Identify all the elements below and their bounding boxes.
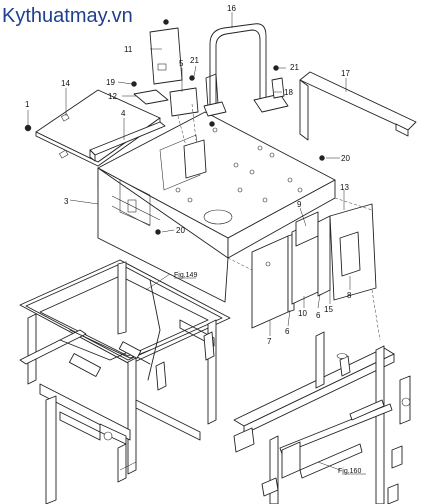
callout-4: 4 xyxy=(121,109,126,118)
center-bracket xyxy=(177,73,219,179)
callout-16: 16 xyxy=(227,4,236,13)
callout-15: 15 xyxy=(324,305,333,314)
part-17-bar xyxy=(299,71,417,141)
front-panel-group xyxy=(251,203,377,329)
callout-21b: 21 xyxy=(290,63,299,72)
figure-references: Fig.149 Fig.160 xyxy=(174,272,361,475)
lower-left-frame xyxy=(19,259,231,504)
callout-19: 19 xyxy=(106,78,115,87)
watermark-text: Kythuatmay.vn xyxy=(2,5,133,27)
part-5-plate xyxy=(169,87,199,117)
callout-17: 17 xyxy=(341,69,350,78)
callout-6b: 6 xyxy=(316,311,321,320)
callout-13: 13 xyxy=(340,183,349,192)
bolts xyxy=(24,19,325,235)
part-16-handle xyxy=(203,23,289,117)
projection-lines xyxy=(227,197,381,341)
callout-20b: 20 xyxy=(176,226,185,235)
part-12-bracket xyxy=(133,89,169,105)
callout-14: 14 xyxy=(61,79,70,88)
part-3-main-housing xyxy=(97,111,336,303)
callout-5: 5 xyxy=(179,59,184,68)
leader-lines xyxy=(27,12,366,475)
callout-21a: 21 xyxy=(190,56,199,65)
callout-20a: 20 xyxy=(341,154,350,163)
part-11-cover xyxy=(149,27,183,85)
part-4-rail xyxy=(89,121,166,162)
lower-right-frame xyxy=(233,331,411,504)
callout-3: 3 xyxy=(64,197,69,206)
callout-10: 10 xyxy=(298,309,307,318)
callout-12: 12 xyxy=(108,92,117,101)
callout-18: 18 xyxy=(284,88,293,97)
callout-11: 11 xyxy=(124,45,133,54)
callout-1: 1 xyxy=(25,100,30,109)
callout-labels: 1 3 4 5 6 6 7 8 9 10 11 12 13 14 15 16 1… xyxy=(25,4,352,346)
callout-7: 7 xyxy=(267,337,272,346)
part-18-bracket xyxy=(271,77,285,99)
callout-6a: 6 xyxy=(285,327,290,336)
callout-9: 9 xyxy=(297,200,302,209)
callout-8: 8 xyxy=(347,291,352,300)
figure-ref-160: Fig.160 xyxy=(338,468,361,475)
figure-ref-149: Fig.149 xyxy=(174,272,197,279)
